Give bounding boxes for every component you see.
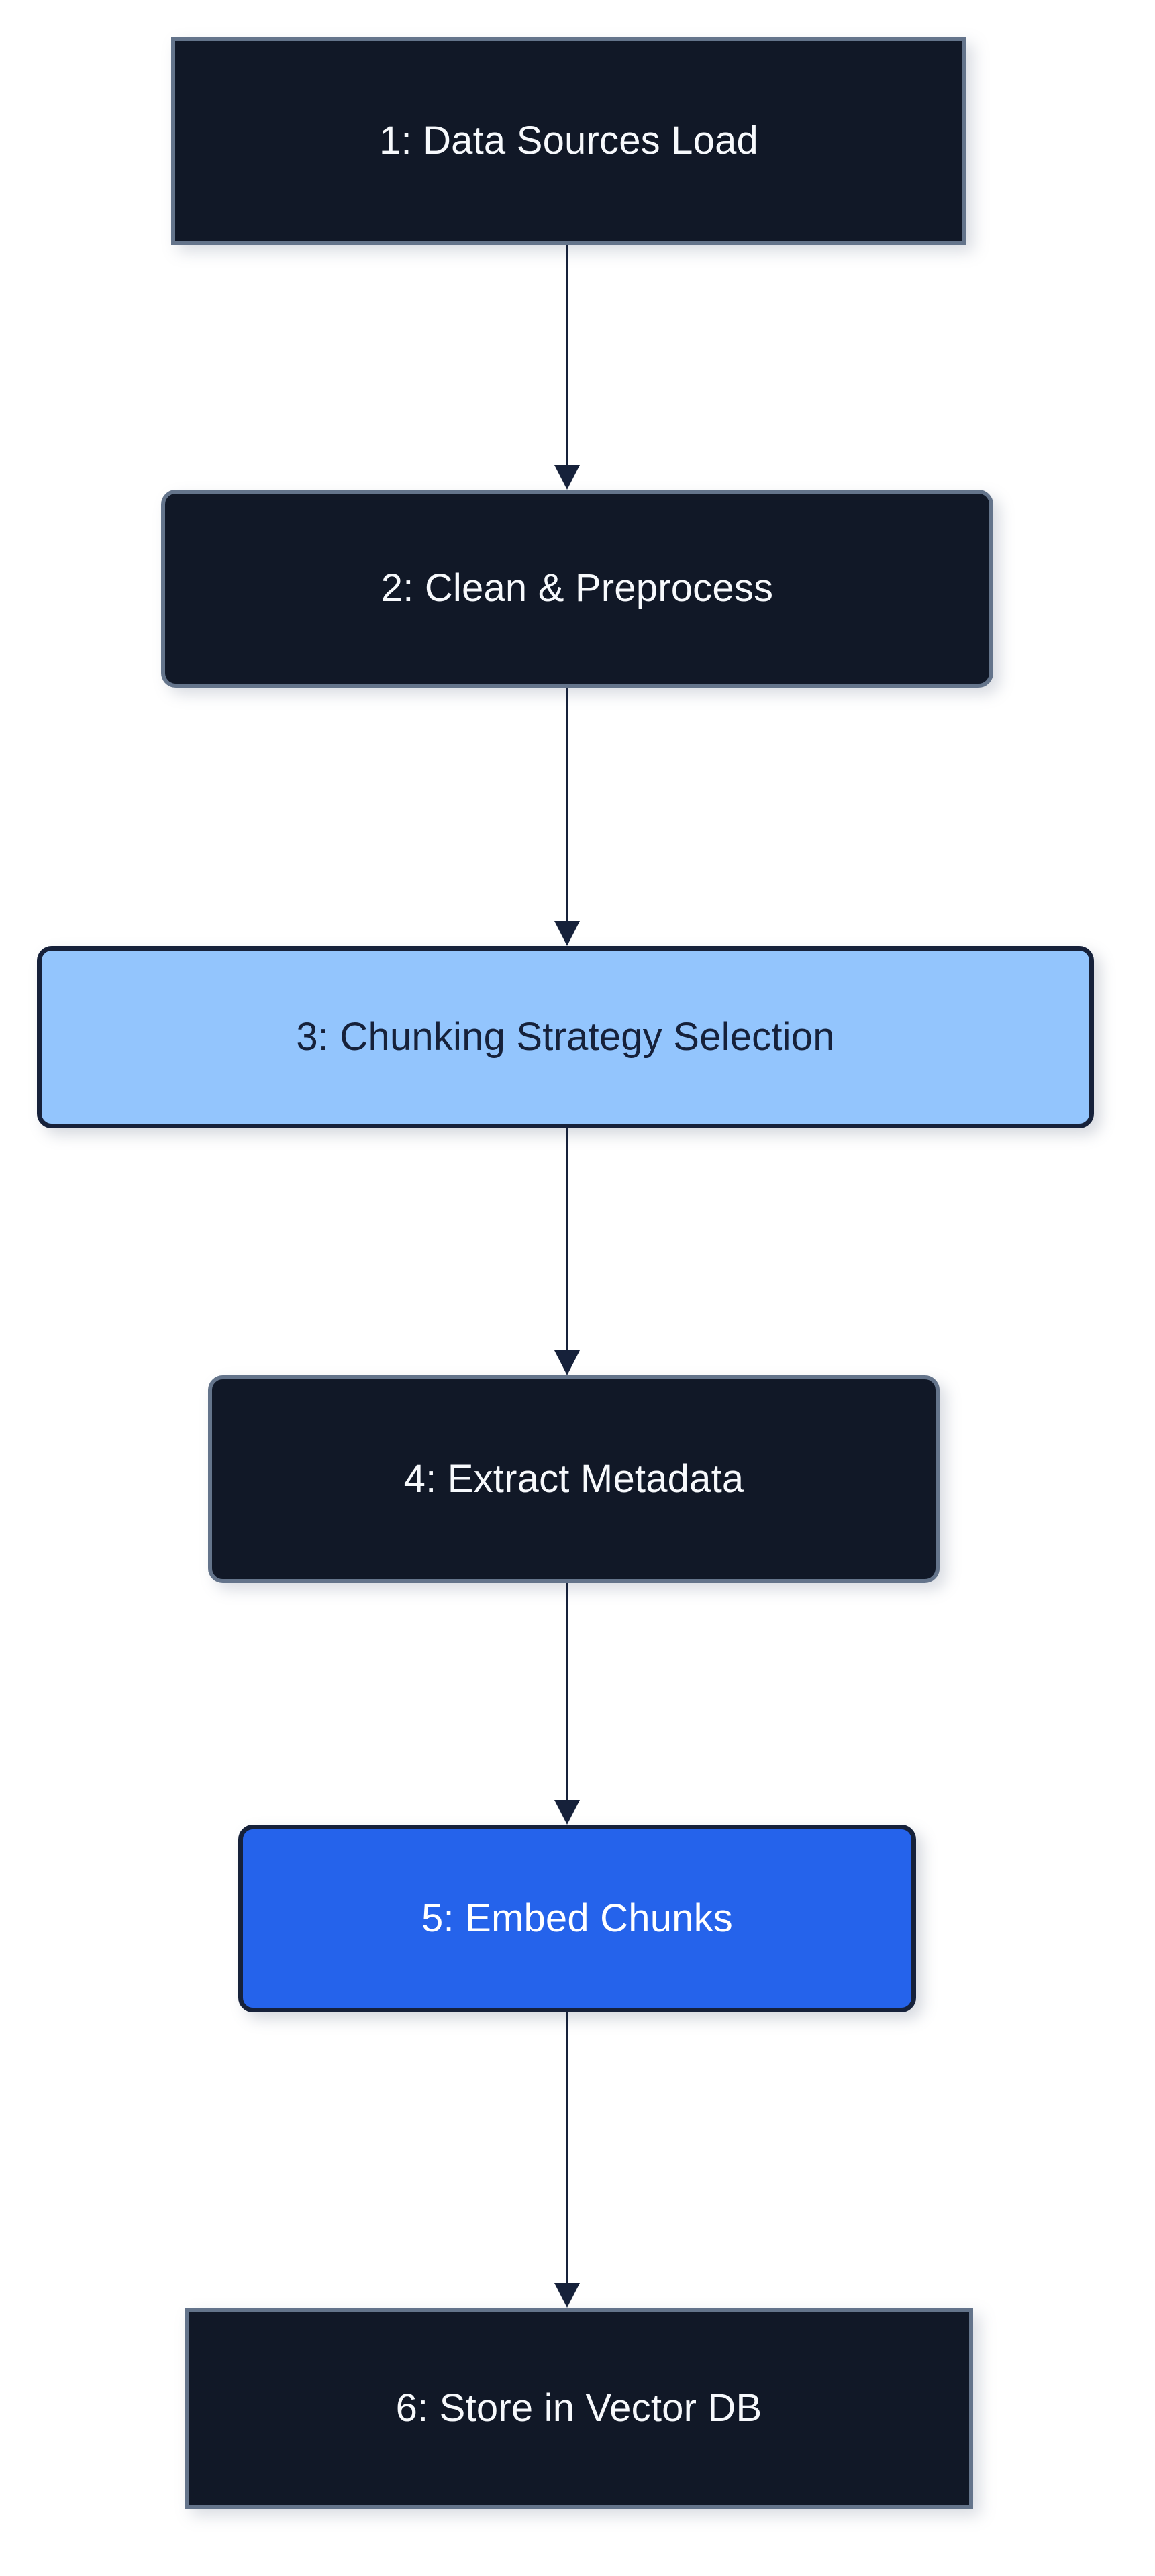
flow-node-4-label: 4: Extract Metadata xyxy=(403,1456,744,1501)
edge-line xyxy=(566,245,568,465)
edge-line xyxy=(566,1128,568,1350)
flow-edge-4-to-5 xyxy=(554,1583,580,1825)
edge-line xyxy=(566,688,568,921)
flow-node-5[interactable]: 5: Embed Chunks xyxy=(238,1825,916,2012)
flow-edge-1-to-2 xyxy=(554,245,580,490)
edge-line xyxy=(566,2012,568,2283)
arrowhead-down-icon xyxy=(554,1350,580,1375)
flow-node-2-label: 2: Clean & Preprocess xyxy=(381,566,774,610)
arrowhead-down-icon xyxy=(554,465,580,490)
edge-line xyxy=(566,1583,568,1800)
flow-node-6[interactable]: 6: Store in Vector DB xyxy=(185,2308,973,2509)
flow-edge-5-to-6 xyxy=(554,2012,580,2308)
arrowhead-down-icon xyxy=(554,1800,580,1825)
flow-node-3-label: 3: Chunking Strategy Selection xyxy=(296,1014,835,1059)
flow-node-2[interactable]: 2: Clean & Preprocess xyxy=(161,490,993,688)
flow-node-6-label: 6: Store in Vector DB xyxy=(395,2385,762,2430)
flow-edge-3-to-4 xyxy=(554,1128,580,1375)
flow-node-4[interactable]: 4: Extract Metadata xyxy=(208,1375,940,1583)
flow-edge-2-to-3 xyxy=(554,688,580,946)
arrowhead-down-icon xyxy=(554,921,580,946)
flow-node-3[interactable]: 3: Chunking Strategy Selection xyxy=(37,946,1094,1128)
flow-node-1[interactable]: 1: Data Sources Load xyxy=(171,37,966,245)
flow-node-1-label: 1: Data Sources Load xyxy=(379,118,759,162)
flow-node-5-label: 5: Embed Chunks xyxy=(421,1896,734,1940)
arrowhead-down-icon xyxy=(554,2283,580,2308)
